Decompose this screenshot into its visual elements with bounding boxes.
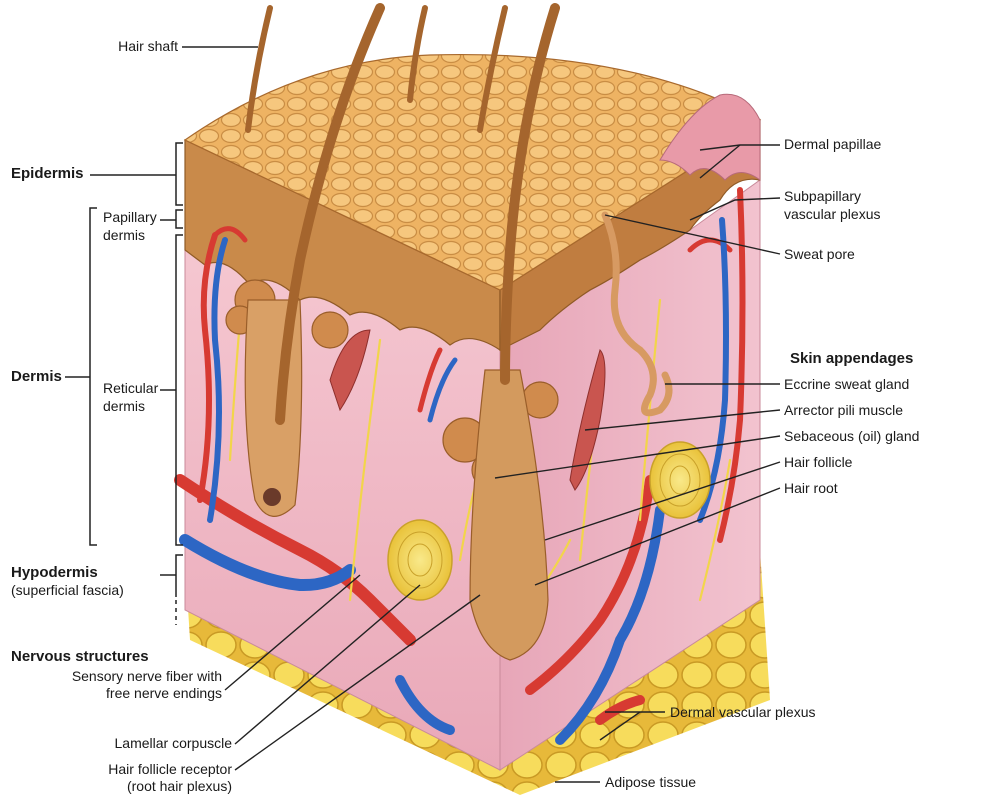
label-dermal-papillae: Dermal papillae: [784, 136, 881, 153]
label-arrector-muscle: Arrector pili muscle: [784, 402, 903, 419]
label-hair-root: Hair root: [784, 480, 838, 497]
label-follicle-receptor-1: Hair follicle receptor: [0, 761, 232, 778]
label-follicle-receptor-2: (root hair plexus): [0, 778, 232, 795]
label-epidermis: Epidermis: [11, 165, 84, 182]
label-nervous-structures: Nervous structures: [11, 648, 149, 665]
label-eccrine-gland: Eccrine sweat gland: [784, 376, 909, 393]
label-reticular-dermis-2: dermis: [103, 398, 145, 415]
hair-bulb-left: [263, 488, 281, 506]
label-dermal-plexus: Dermal vascular plexus: [670, 704, 816, 721]
label-sweat-pore: Sweat pore: [784, 246, 855, 263]
label-papillary-dermis-2: dermis: [103, 227, 145, 244]
label-papillary-dermis-1: Papillary: [103, 209, 157, 226]
label-sensory-nerve-1: Sensory nerve fiber with: [0, 668, 222, 685]
label-subpapillary-plexus-2: vascular plexus: [784, 206, 881, 223]
label-hair-follicle: Hair follicle: [784, 454, 852, 471]
label-reticular-dermis-1: Reticular: [103, 380, 158, 397]
label-subpapillary-plexus-1: Subpapillary: [784, 188, 861, 205]
label-hair-shaft: Hair shaft: [60, 38, 178, 55]
lamellar-corpuscle-front: [388, 520, 452, 600]
label-superficial-fascia: (superficial fascia): [11, 582, 124, 599]
label-sensory-nerve-2: free nerve endings: [0, 685, 222, 702]
label-lamellar-corpuscle: Lamellar corpuscle: [0, 735, 232, 752]
label-adipose-tissue: Adipose tissue: [605, 774, 696, 791]
label-sebaceous-gland: Sebaceous (oil) gland: [784, 428, 919, 445]
label-hypodermis: Hypodermis: [11, 564, 98, 581]
label-dermis: Dermis: [11, 368, 62, 385]
label-skin-appendages: Skin appendages: [790, 350, 913, 367]
